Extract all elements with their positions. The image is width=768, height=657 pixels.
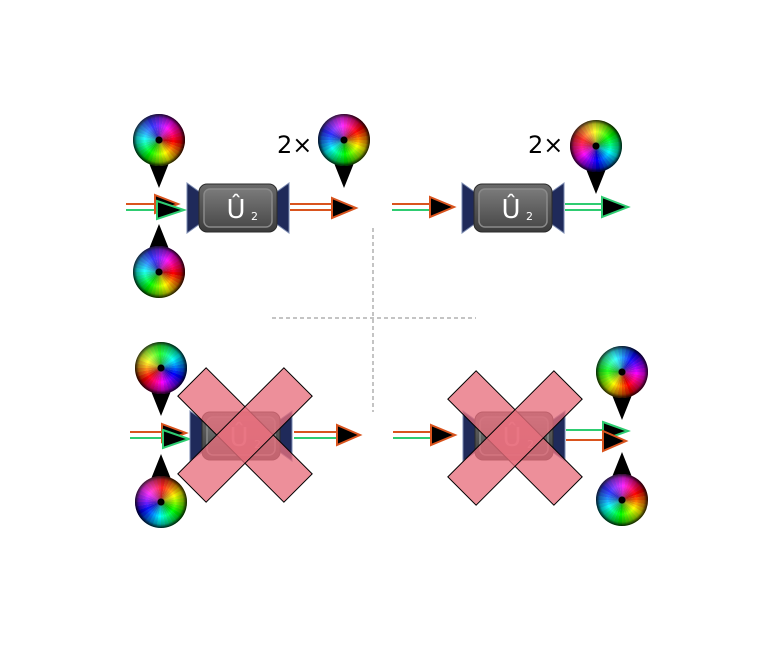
arrow-icon (162, 428, 193, 450)
vortex-beam-icon (596, 346, 648, 420)
cross-bar (177, 367, 313, 503)
multiplier-label: 2× (528, 131, 563, 159)
input-beam-pair (126, 193, 188, 221)
output-beam (290, 196, 359, 220)
device-label: Û (501, 193, 520, 225)
arrow-icon (336, 423, 363, 447)
cross-icon (447, 370, 583, 506)
arrow-icon (601, 195, 631, 219)
arrow-icon (331, 196, 359, 220)
panel-bottom-left: Û2 (130, 342, 363, 528)
output-beam (294, 423, 363, 447)
device-subscript: 2 (526, 210, 533, 223)
panel-bottom-right: Û2 (393, 346, 648, 526)
vortex-beam-icon (133, 114, 185, 188)
vortex-beam-icon (133, 224, 185, 298)
device-label: Û (226, 193, 245, 225)
input-beam-pair (393, 423, 458, 447)
cross-icon (177, 367, 313, 503)
arrow-icon (430, 423, 458, 447)
vortex-beam-icon (135, 454, 187, 528)
input-beam-pair (392, 195, 457, 219)
output-beam-pair (566, 420, 631, 453)
arrow-icon (602, 429, 629, 453)
input-beam-pair (130, 422, 193, 450)
cross-bar (447, 370, 583, 506)
output-beam (565, 195, 631, 219)
arrow-icon (429, 195, 457, 219)
device-subscript: 2 (251, 210, 258, 223)
arrow-icon (156, 199, 188, 221)
vortex-beam-icon (318, 114, 370, 188)
vortex-beam-icon (135, 342, 187, 416)
vortex-beam-icon (570, 120, 622, 194)
multiplier-label: 2× (277, 131, 312, 159)
vortex-beam-icon (596, 452, 648, 526)
